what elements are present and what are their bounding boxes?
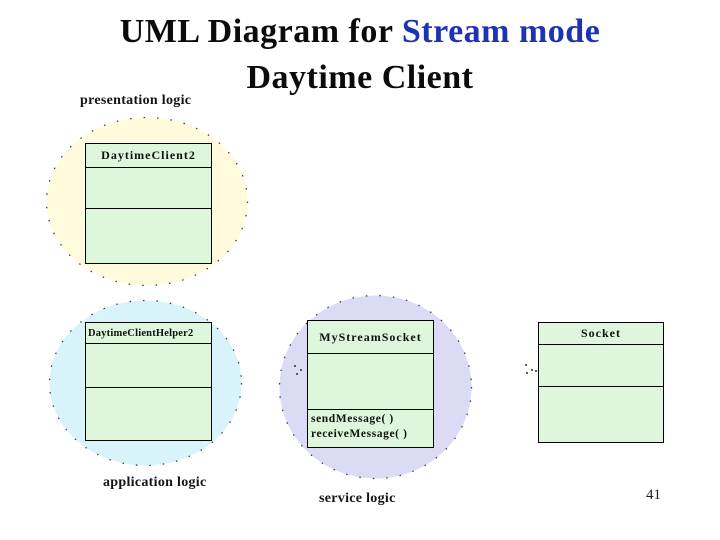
dot <box>525 364 527 366</box>
uml-class-name: MyStreamSocket <box>319 329 422 344</box>
label-presentation-logic: presentation logic <box>80 93 192 108</box>
dot <box>294 365 296 367</box>
title-text-blue: Stream mode <box>401 13 601 50</box>
uml-class-socket: Socket <box>538 322 664 443</box>
uml-class-name: DaytimeClient2 <box>101 148 196 162</box>
uml-operations-compartment <box>86 208 211 263</box>
uml-class-daytimeclienthelper2: DaytimeClientHelper2 <box>85 322 212 441</box>
title-line-2: Daytime Client <box>246 59 474 96</box>
dot <box>531 369 533 371</box>
page-number: 41 <box>646 487 661 503</box>
dot <box>296 373 298 375</box>
label-application-logic: application logic <box>103 475 207 490</box>
uml-operations-compartment: sendMessage( ) receiveMessage( ) <box>308 409 433 447</box>
uml-class-name: Socket <box>581 326 621 340</box>
uml-operation: receiveMessage( ) <box>311 428 408 440</box>
dot <box>526 372 528 374</box>
slide-title: UML Diagram for Stream mode Daytime Clie… <box>0 9 720 101</box>
uml-attributes-compartment <box>86 343 211 387</box>
uml-operations-compartment <box>539 386 663 442</box>
uml-class-mystreamsocket: MyStreamSocket sendMessage( ) receiveMes… <box>307 320 434 448</box>
uml-attributes-compartment <box>539 344 663 386</box>
label-service-logic: service logic <box>319 491 396 506</box>
title-line-1: UML Diagram for Stream mode <box>0 9 720 55</box>
uml-attributes-compartment <box>308 353 433 409</box>
uml-attributes-compartment <box>86 167 211 208</box>
uml-operations-compartment <box>86 387 211 440</box>
uml-operation: sendMessage( ) <box>311 413 394 425</box>
dot <box>535 370 537 372</box>
uml-class-name: DaytimeClientHelper2 <box>88 327 194 339</box>
dot <box>300 369 302 371</box>
title-text-black: UML Diagram for <box>119 13 393 50</box>
uml-class-daytimeclient2: DaytimeClient2 <box>85 143 212 264</box>
